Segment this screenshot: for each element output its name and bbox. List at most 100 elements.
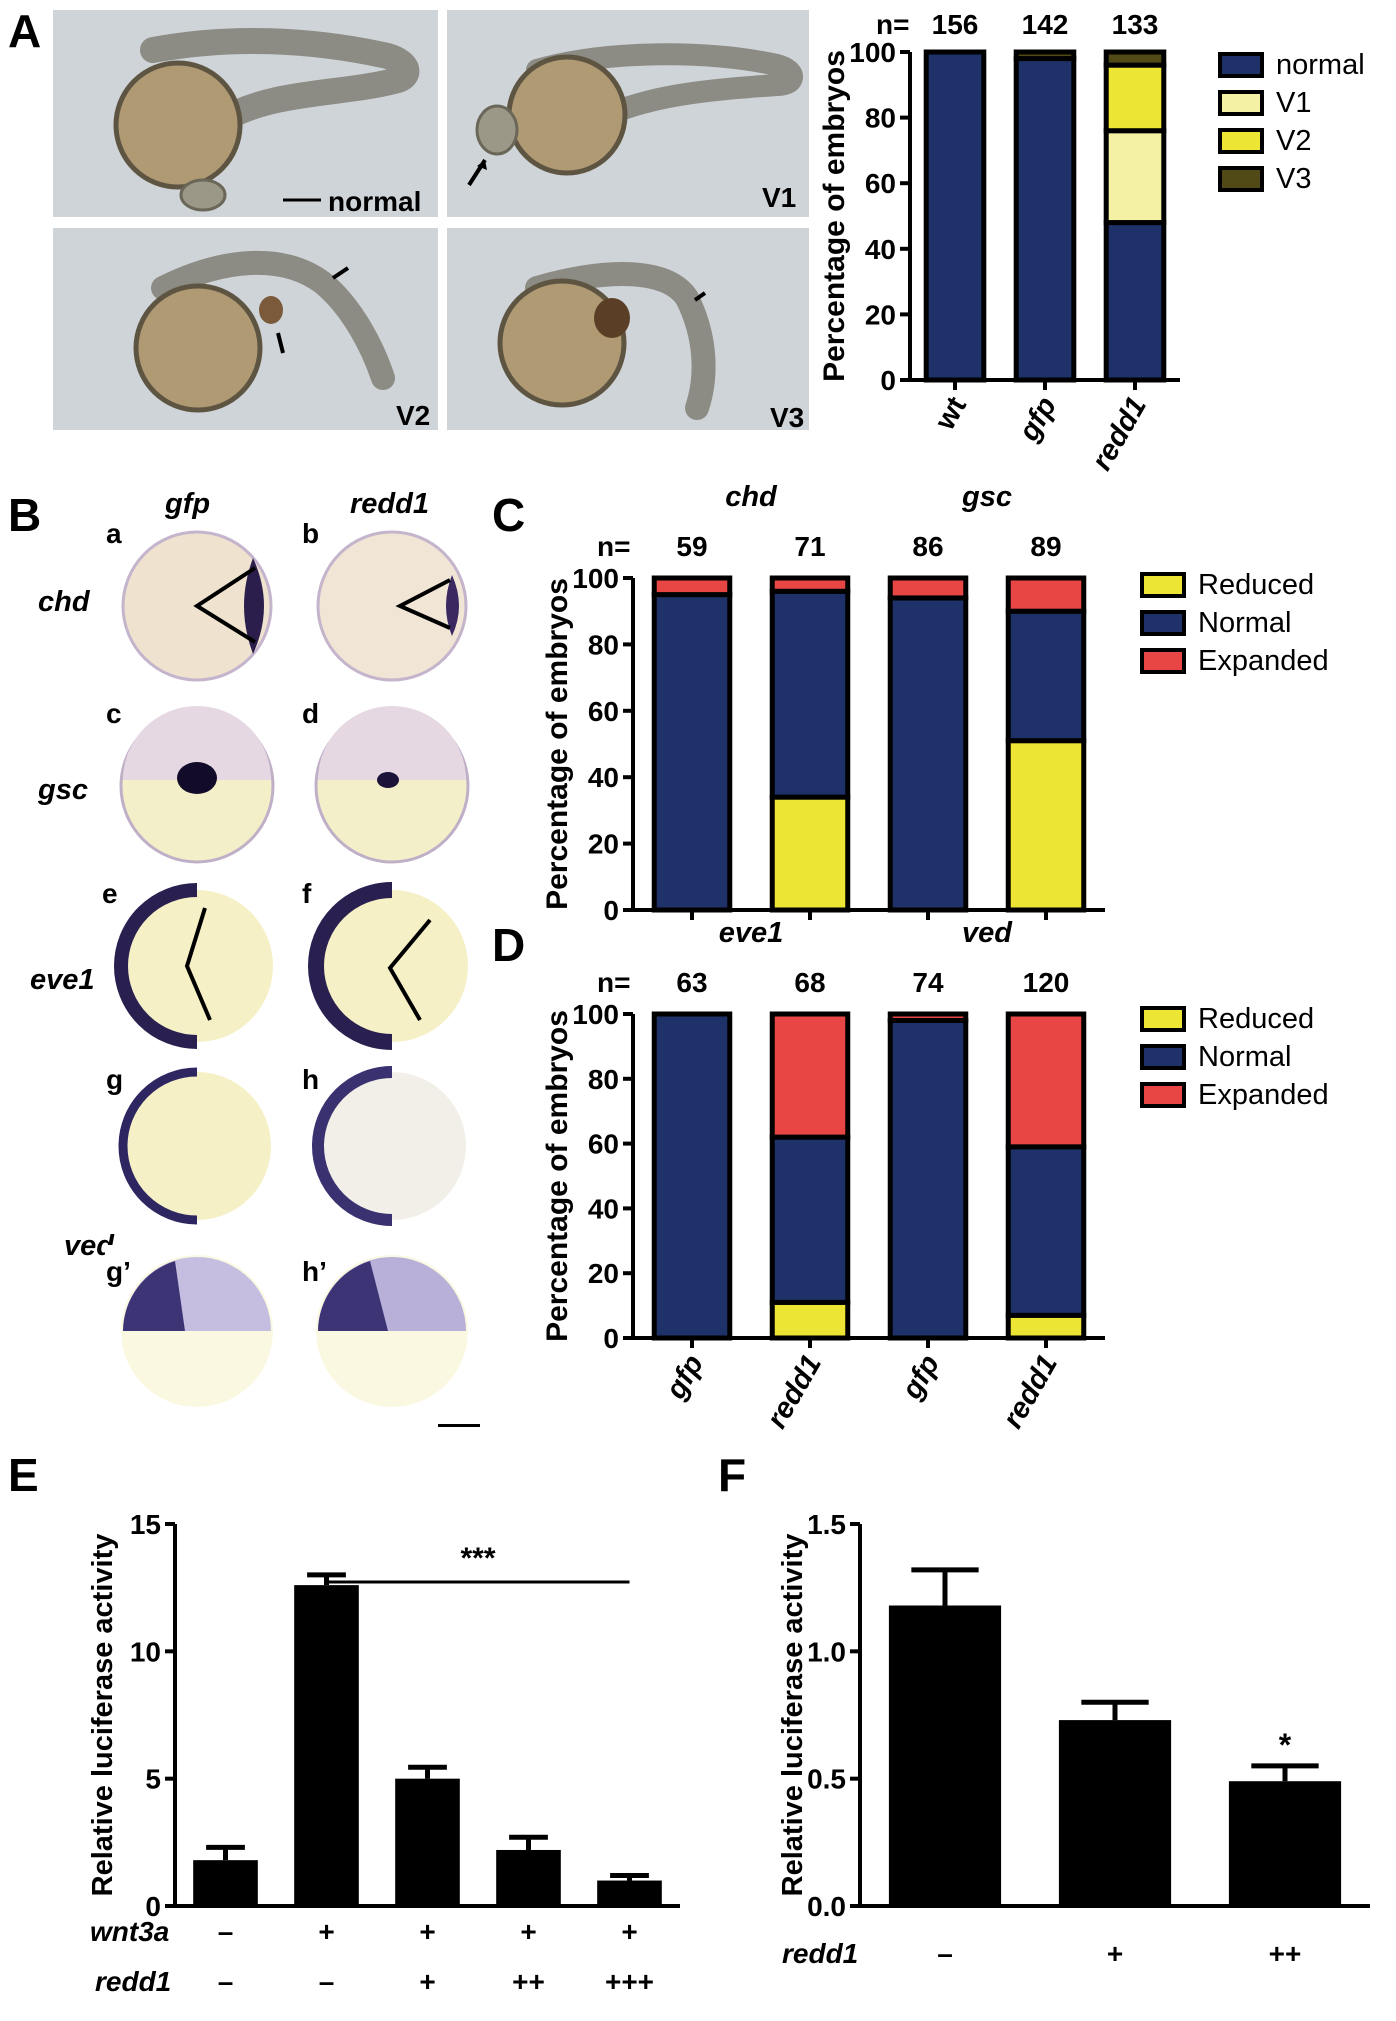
embryo-photo-v2 (53, 228, 438, 430)
chart-c-bar-1-normal (769, 588, 851, 800)
chart-d-xtick-label-2: gfp (895, 1350, 946, 1406)
sub-label-g: g (106, 1064, 124, 1095)
chart-c-bar-1-reduced (769, 794, 851, 913)
chart-c-group-label-0: chd (725, 481, 778, 513)
marks-e-row-1-mark-0: – (217, 1966, 234, 1997)
legend-c: Reduced Normal Expanded (1140, 566, 1329, 680)
chart-a-ylabel: Percentage of embryos (818, 50, 851, 382)
ish-image-h-prime (300, 1245, 480, 1415)
ish-image-b (300, 520, 480, 690)
chart-d-ylabel: Percentage of embryos (541, 1010, 574, 1342)
ish-image-c (105, 700, 285, 870)
chart-c-n-value-3: 89 (1030, 531, 1061, 562)
chart-c-n-value-0: 59 (676, 531, 707, 562)
sub-label-f: f (302, 878, 312, 909)
ish-image-h (300, 1060, 480, 1230)
legend-a: normal V1 V2 V3 (1218, 46, 1365, 198)
chart-e-bar-3 (496, 1849, 561, 1906)
legend-swatch-reduced (1140, 1006, 1186, 1032)
legend-d-normal: Normal (1140, 1038, 1329, 1076)
sub-label-h: h (302, 1064, 320, 1095)
chart-e-bar-1 (294, 1585, 359, 1906)
legend-swatch-reduced (1140, 572, 1186, 598)
chart-a-bar-1-v3 (1013, 49, 1077, 62)
chart-c-ytick-label-4: 80 (588, 629, 619, 660)
marks-e-row-0-mark-2: + (419, 1916, 436, 1947)
chart-e-ylabel: Relative luciferase activity (87, 1534, 119, 1897)
chart-d-xtick-label-1: redd1 (761, 1350, 828, 1434)
marks-e-row-0-mark-0: – (217, 1916, 234, 1947)
chart-f-bar-0 (888, 1605, 1002, 1906)
chart-c-bar-2-normal (887, 595, 969, 913)
legend-swatch-normal (1140, 610, 1186, 636)
chart-c-group-label-1: gsc (961, 481, 1012, 513)
legend-c-reduced: Reduced (1140, 566, 1329, 604)
legend-a-normal: normal (1218, 46, 1365, 84)
chart-d-bar-2-normal (887, 1017, 969, 1341)
legend-swatch-expanded (1140, 648, 1186, 674)
chart-a-bar-0-normal (923, 49, 987, 383)
chart-c-bar-3-reduced (1005, 738, 1087, 913)
chart-d-bar-3-normal (1005, 1144, 1087, 1318)
chart-e-significance: *** (460, 1542, 495, 1575)
chart-d-ytick-label-5: 100 (572, 999, 619, 1030)
ish-image-g-prime (105, 1245, 285, 1415)
chart-d-n-prefix: n= (597, 967, 630, 998)
chart-d-n-value-0: 63 (676, 967, 707, 998)
chart-d-xtick-label-0: gfp (659, 1350, 710, 1406)
row-name-redd1-e: redd1 (95, 1966, 172, 1997)
legend-a-v3-label: V3 (1276, 162, 1312, 195)
row-gene-gsc: gsc (38, 774, 88, 806)
ish-image-e (105, 880, 285, 1050)
chart-a-n-value-2: 133 (1112, 9, 1159, 40)
legend-a-v3: V3 (1218, 160, 1365, 198)
chart-a-bar-2-normal (1103, 220, 1167, 383)
chart-e-bar-4 (597, 1880, 662, 1906)
chart-a-ytick-label-5: 100 (849, 37, 896, 68)
chart-d-ytick-label-1: 20 (588, 1258, 619, 1289)
chart-d-bar-1-reduced (769, 1299, 851, 1341)
chart-d-bar-3-reduced (1005, 1312, 1087, 1341)
legend-a-v2: V2 (1218, 122, 1365, 160)
panel-letter-d: D (492, 919, 526, 971)
chart-c-ytick-label-5: 100 (572, 563, 619, 594)
ish-image-g (105, 1060, 285, 1230)
chart-e-ytick-label-2: 10 (130, 1636, 161, 1667)
panel-letter-a: A (8, 5, 42, 57)
legend-d-reduced-label: Reduced (1198, 1002, 1315, 1035)
chart-d-bar-1-expanded (769, 1011, 851, 1140)
marks-e-row-0-mark-1: + (318, 1916, 335, 1947)
legend-d-normal-label: Normal (1198, 1040, 1292, 1073)
marks-e-row-0-mark-4: + (621, 1916, 638, 1947)
chart-f-ytick-label-3: 1.5 (807, 1509, 846, 1540)
chart-c-ytick-label-2: 40 (588, 762, 619, 793)
chart-c-ytick-label-0: 0 (603, 895, 619, 926)
chart-d-ytick-label-0: 0 (603, 1323, 619, 1354)
chart-d-ytick-label-4: 80 (588, 1064, 619, 1095)
chart-d-n-value-3: 120 (1023, 967, 1070, 998)
panel-letter-c: C (492, 489, 526, 541)
legend-swatch-v2 (1218, 128, 1264, 154)
chart-a-n-value-1: 142 (1022, 9, 1069, 40)
chart-d-ytick-label-2: 40 (588, 1193, 619, 1224)
legend-swatch-v3 (1218, 166, 1264, 192)
legend-d-reduced: Reduced (1140, 1000, 1329, 1038)
scale-bar (438, 1424, 480, 1427)
chart-d-group-label-0: eve1 (719, 917, 784, 949)
chart-c-bar-3-normal (1005, 608, 1087, 744)
chart-a-ytick-label-4: 80 (865, 103, 896, 134)
legend-d: Reduced Normal Expanded (1140, 1000, 1329, 1114)
legend-d-expanded-label: Expanded (1198, 1078, 1329, 1111)
column-header-gfp: gfp (165, 488, 211, 520)
sub-label-h-prime: h’ (302, 1256, 327, 1287)
chart-a-xtick-label-1: gfp (1012, 392, 1063, 448)
marks-e-row-1-mark-2: + (419, 1966, 436, 1997)
legend-swatch-expanded (1140, 1082, 1186, 1108)
chart-c-ylabel: Percentage of embryos (541, 578, 574, 910)
chart-c-ytick-label-1: 20 (588, 829, 619, 860)
chart-d-bar-1-normal (769, 1134, 851, 1305)
legend-c-normal-label: Normal (1198, 606, 1292, 639)
marks-f-row-0-mark-2: ++ (1268, 1938, 1302, 1969)
legend-swatch-v1 (1218, 90, 1264, 116)
photo-label-v2: V2 (396, 400, 431, 431)
